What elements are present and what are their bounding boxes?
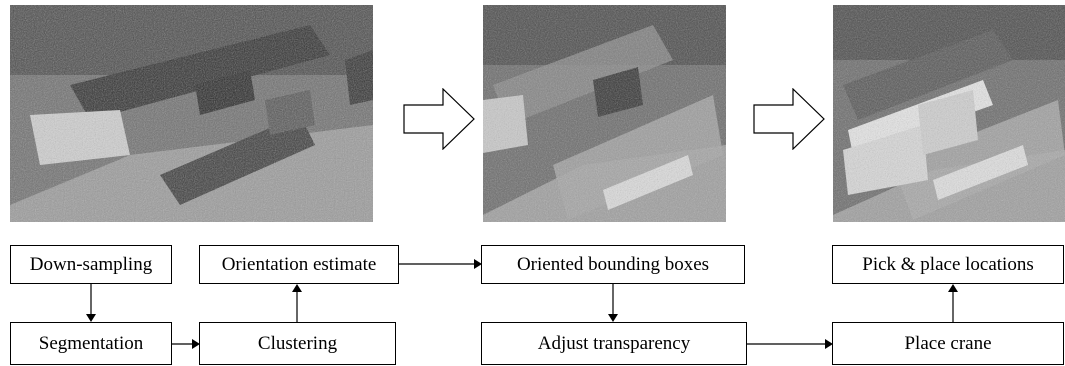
arrowhead-up: [948, 284, 958, 292]
point-cloud-crane-placed-image: [833, 5, 1065, 222]
flow-arrow-right-1: [403, 87, 475, 155]
box-down-sampling: Down-sampling: [10, 245, 172, 284]
box-oriented-bounding-boxes: Oriented bounding boxes: [481, 245, 745, 284]
box-segmentation: Segmentation: [10, 322, 172, 365]
box-clustering: Clustering: [199, 322, 396, 365]
box-pick-place-locations: Pick & place locations: [832, 245, 1064, 284]
arrowhead-down: [608, 314, 618, 322]
arrowhead-up: [292, 284, 302, 292]
flow-arrow-right-2: [753, 87, 825, 155]
point-cloud-raw-image: [10, 5, 373, 222]
box-place-crane: Place crane: [832, 322, 1064, 365]
point-cloud-bounding-boxes-image: [483, 5, 726, 222]
box-adjust-transparency: Adjust transparency: [481, 322, 747, 365]
box-orientation-estimate: Orientation estimate: [199, 245, 399, 284]
arrowhead-down: [86, 314, 96, 322]
